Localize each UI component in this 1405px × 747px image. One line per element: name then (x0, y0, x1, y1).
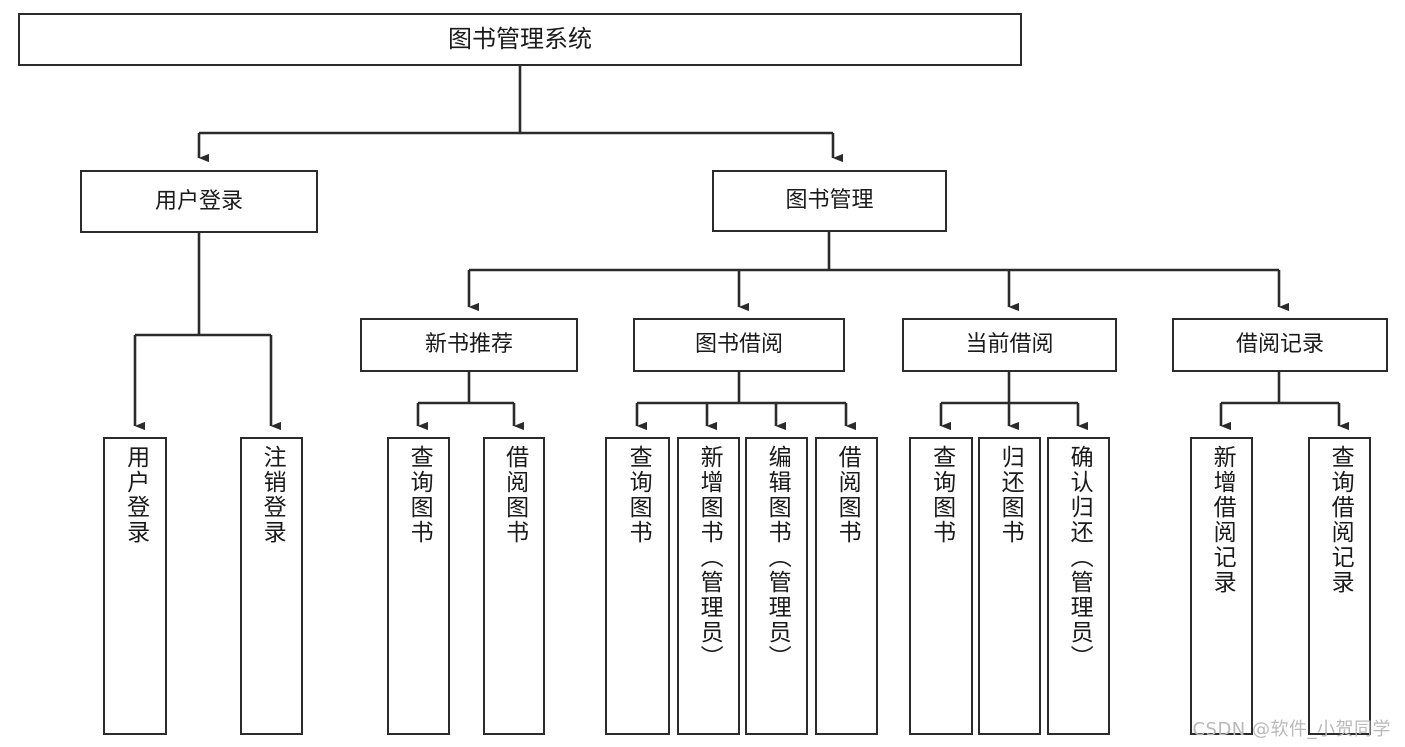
node-label: 用户登录 (122, 445, 149, 545)
node-borrow-record[interactable]: 借阅记录 (1172, 318, 1388, 372)
node-label: 归还图书 (997, 445, 1024, 545)
leaf-borrow-record-query[interactable]: 查询借阅记录 (1308, 437, 1371, 735)
watermark-text: CSDN @软件_小贺同学 (1192, 719, 1391, 740)
leaf-current-borrow-confirm-return[interactable]: 确认归还（管理员） (1047, 437, 1110, 735)
node-current-borrow[interactable]: 当前借阅 (902, 318, 1117, 372)
node-label: 借阅图书 (834, 445, 861, 545)
node-user-login[interactable]: 用户登录 (80, 170, 318, 233)
node-label: 新书推荐 (424, 332, 513, 358)
node-label: 用户登录 (154, 188, 243, 214)
leaf-book-borrow-borrow[interactable]: 借阅图书 (815, 437, 878, 735)
leaf-user-login-signin[interactable]: 用户登录 (103, 437, 167, 735)
node-label: 确认归还（管理员） (1066, 445, 1093, 670)
node-label: 查询借阅记录 (1327, 445, 1354, 595)
node-label: 查询图书 (406, 445, 433, 545)
leaf-borrow-record-add[interactable]: 新增借阅记录 (1190, 437, 1253, 735)
node-new-book-recommend[interactable]: 新书推荐 (360, 318, 578, 372)
leaf-new-book-borrow[interactable]: 借阅图书 (483, 437, 545, 735)
leaf-book-borrow-edit[interactable]: 编辑图书（管理员） (745, 437, 808, 735)
node-label: 查询图书 (928, 445, 955, 545)
leaf-new-book-query[interactable]: 查询图书 (387, 437, 450, 735)
node-label: 借阅图书 (501, 445, 528, 545)
leaf-book-borrow-query[interactable]: 查询图书 (605, 437, 670, 735)
node-label: 编辑图书（管理员） (764, 445, 791, 670)
node-label: 注销登录 (259, 445, 286, 545)
node-book-management[interactable]: 图书管理 (712, 170, 947, 232)
leaf-book-borrow-add[interactable]: 新增图书（管理员） (677, 437, 740, 735)
leaf-current-borrow-return[interactable]: 归还图书 (978, 437, 1041, 735)
node-label: 图书借阅 (694, 332, 783, 358)
node-label: 借阅记录 (1235, 332, 1324, 358)
node-label: 查询图书 (625, 445, 652, 545)
node-book-borrow[interactable]: 图书借阅 (633, 318, 845, 372)
node-label: 新增借阅记录 (1209, 445, 1236, 595)
leaf-user-login-logout[interactable]: 注销登录 (240, 437, 303, 735)
node-root-book-management-system[interactable]: 图书管理系统 (18, 13, 1022, 66)
node-label: 图书管理 (785, 188, 874, 214)
node-label: 图书管理系统 (448, 25, 592, 54)
node-label: 新增图书（管理员） (696, 445, 723, 670)
leaf-current-borrow-query[interactable]: 查询图书 (909, 437, 973, 735)
node-label: 当前借阅 (965, 332, 1054, 358)
